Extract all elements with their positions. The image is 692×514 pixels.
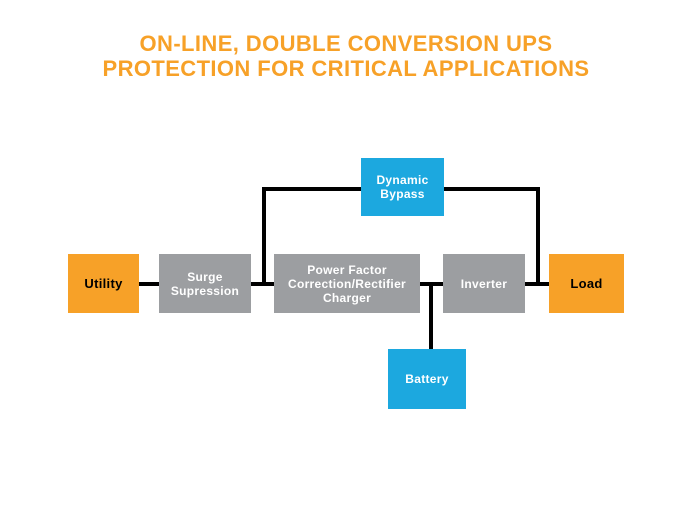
wire-surge-to-pfc <box>251 282 274 286</box>
node-utility-label: Utility <box>84 276 123 291</box>
diagram-title-line2: PROTECTION FOR CRITICAL APPLICATIONS <box>102 56 590 81</box>
diagram-title-line1: ON-LINE, DOUBLE CONVERSION UPS <box>139 31 553 56</box>
node-battery-label: Battery <box>405 372 449 386</box>
node-surge-supression: Surge Supression <box>159 254 251 313</box>
wire-inverter-to-load <box>525 282 549 286</box>
node-utility: Utility <box>68 254 139 313</box>
node-inverter: Inverter <box>443 254 525 313</box>
wire-bypass-right-vertical <box>536 187 540 286</box>
node-dynamic-bypass-label: Dynamic Bypass <box>376 173 429 201</box>
node-power-factor-correction-rectifier-charger: Power Factor Correction/Rectifier Charge… <box>274 254 420 313</box>
node-load: Load <box>549 254 624 313</box>
node-surge-supression-label: Surge Supression <box>170 269 240 298</box>
node-dynamic-bypass: Dynamic Bypass <box>361 158 444 216</box>
wire-utility-to-surge <box>139 282 159 286</box>
node-battery: Battery <box>388 349 466 409</box>
node-inverter-label: Inverter <box>460 276 508 291</box>
node-load-label: Load <box>570 276 603 291</box>
wire-pfc-to-battery <box>429 284 433 349</box>
node-pfc-charger-label: Power Factor Correction/Rectifier Charge… <box>287 262 407 305</box>
wire-bypass-left-vertical <box>262 187 266 286</box>
